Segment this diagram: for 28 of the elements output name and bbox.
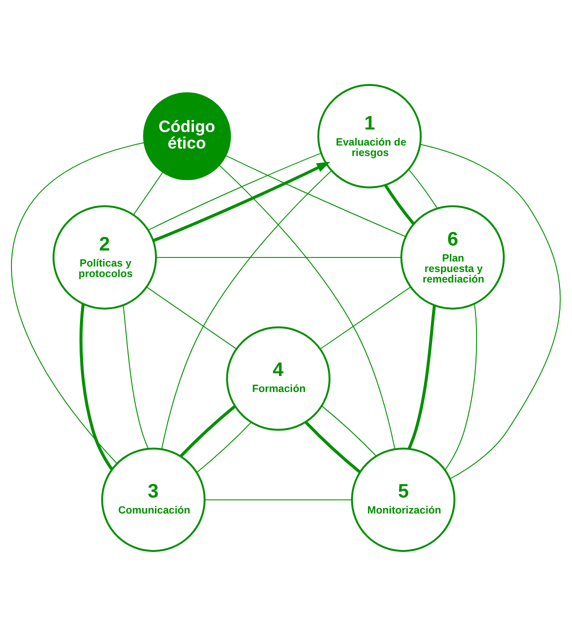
node-circle: 4 Formación — [226, 326, 330, 430]
connector — [420, 143, 561, 479]
arrow — [152, 161, 330, 242]
connector — [204, 498, 352, 500]
connector — [218, 164, 396, 450]
node-circle: 6 Plan respuesta y remediación — [400, 204, 505, 310]
node-circle: 5 Monitorización — [351, 447, 456, 552]
connector — [133, 170, 164, 215]
connector — [180, 404, 236, 457]
connector — [408, 168, 438, 208]
connector — [11, 142, 145, 464]
connector — [225, 154, 406, 237]
connector — [196, 421, 252, 472]
connector — [148, 152, 322, 230]
node-circle: 3 Comunicación — [101, 447, 206, 552]
connector — [80, 304, 114, 470]
connector — [146, 286, 237, 349]
connector — [321, 404, 377, 456]
connector — [122, 304, 149, 449]
connector — [156, 256, 402, 258]
connector — [384, 184, 415, 224]
connector — [304, 420, 361, 473]
node-circle: Código ético — [143, 92, 231, 180]
node-circle: 2 Políticas y protocolos — [52, 204, 157, 310]
connector — [444, 302, 478, 470]
connector — [320, 286, 412, 350]
connector — [408, 304, 436, 449]
connector — [161, 170, 332, 450]
